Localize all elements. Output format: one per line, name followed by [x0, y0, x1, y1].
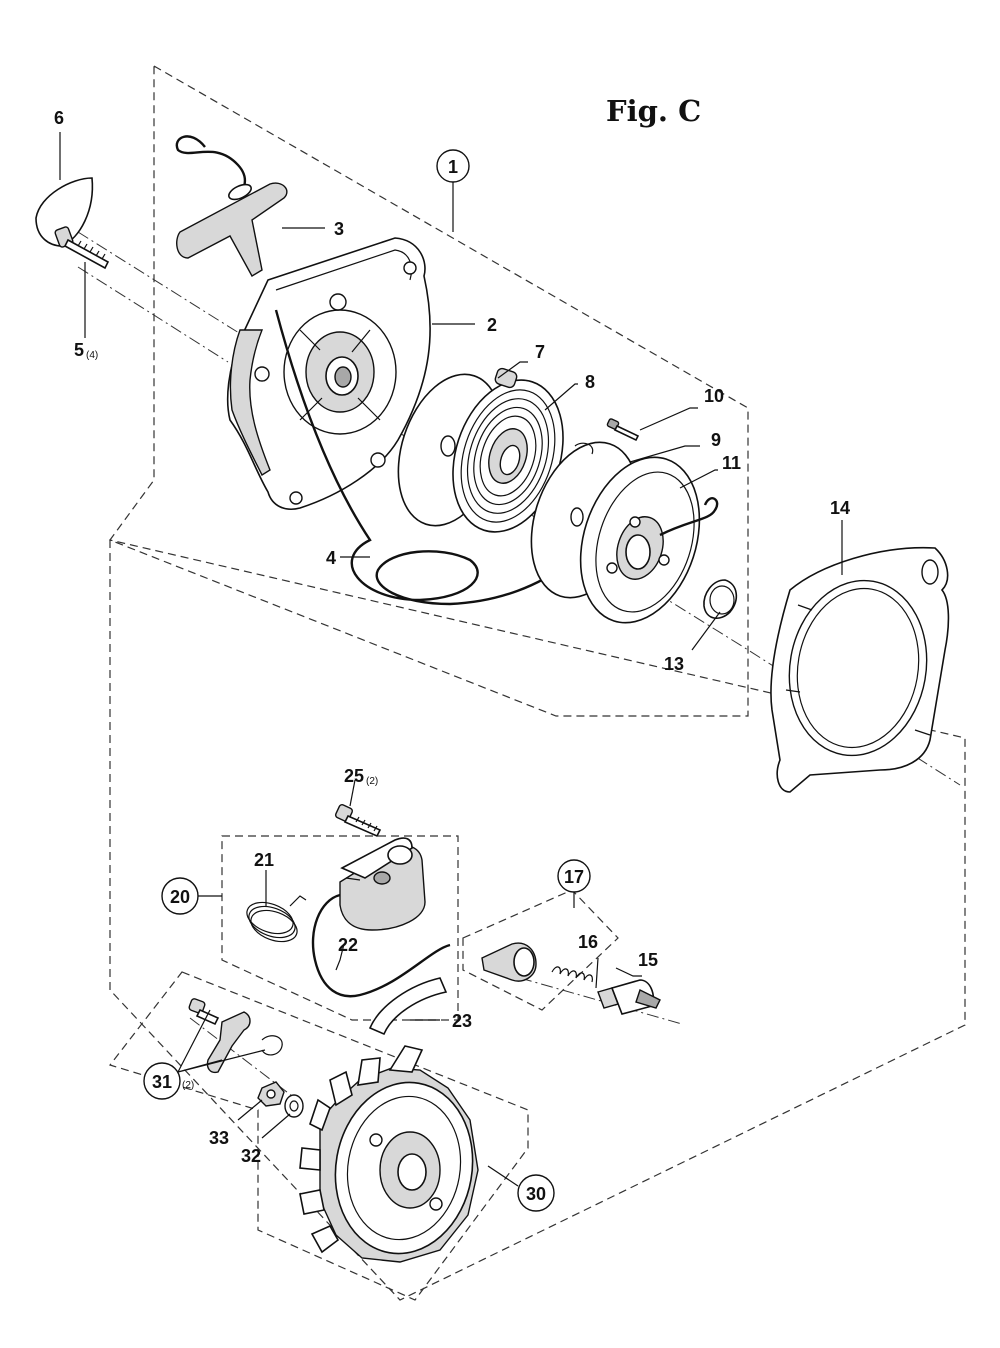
svg-text:30: 30: [526, 1184, 546, 1204]
part-11-rope-pulley: [579, 456, 719, 624]
part-3-starter-handle: [175, 135, 288, 277]
callout-5-qty: (4): [86, 350, 98, 361]
center-axis-flywheel: [189, 1017, 301, 1103]
part-13-snap-ring: [703, 579, 738, 619]
callout-10: 10: [704, 386, 724, 406]
callout-25: 25: [344, 766, 364, 786]
callout-15: 15: [638, 950, 658, 970]
center-axis-plug: [519, 977, 683, 1025]
part-10-screw: [606, 418, 640, 442]
leader-lines: [59, 132, 843, 1187]
figure-title: Fig. C: [606, 94, 701, 128]
callout-8: 8: [585, 372, 595, 392]
callout-22: 22: [338, 935, 358, 955]
part-2-starter-housing: [226, 237, 431, 510]
callout-20: 20: [161, 877, 199, 915]
part-30-flywheel: [299, 1045, 479, 1263]
callout-16: 16: [578, 932, 598, 952]
svg-text:20: 20: [170, 887, 190, 907]
callout-25-qty: (2): [366, 776, 378, 787]
callout-9: 9: [711, 430, 721, 450]
part-31-flyweight-set: [188, 998, 283, 1074]
part-8-recoil-spring: [452, 367, 564, 533]
callout-13: 13: [664, 654, 684, 674]
part-20-ignition-coil: [311, 837, 451, 998]
part-33-nut-bore: [266, 1089, 276, 1099]
callout-11: 11: [722, 453, 741, 473]
part-23-hose: [368, 977, 448, 1036]
ignition-coil-box: [221, 835, 459, 1021]
svg-text:31: 31: [152, 1072, 172, 1092]
callout-31-qty: (2): [182, 1080, 194, 1091]
svg-text:17: 17: [564, 867, 584, 887]
callout-2: 2: [487, 315, 497, 335]
callout-7: 7: [535, 342, 545, 362]
flywheel-box: [108, 971, 529, 1301]
callout-33: 33: [209, 1128, 229, 1148]
callout-17: 17: [557, 859, 591, 893]
callout-3: 3: [334, 219, 344, 239]
callout-32: 32: [241, 1146, 261, 1166]
callout-5: 5: [74, 340, 84, 360]
callout-31: 31: [143, 1062, 181, 1100]
part-17-spark-plug-cap: [481, 942, 537, 982]
part-15-spark-plug: [597, 979, 661, 1015]
part-32-washer: [284, 1094, 304, 1118]
starter-assembly-box: [109, 64, 749, 717]
callout-4: 4: [326, 548, 336, 568]
callout-6: 6: [54, 108, 64, 128]
part-6-cap-cover: [35, 177, 94, 247]
spark-plug-cap-box: [462, 889, 619, 1011]
part-25-screw: [334, 803, 382, 838]
part-16-cap-spring: [551, 966, 593, 983]
part-5-bolt: [54, 226, 110, 270]
callout-1: 1: [436, 149, 470, 183]
center-axis-lower: [77, 266, 229, 363]
callout-23: 23: [452, 1011, 472, 1031]
callout-30: 30: [517, 1174, 555, 1212]
outer-assembly-box: [109, 539, 966, 1301]
svg-text:1: 1: [448, 157, 458, 177]
part-4-starter-rope: [274, 309, 571, 606]
callout-21: 21: [254, 850, 274, 870]
part-14-guide-plate: [770, 546, 950, 793]
part-21-wire-spring: [246, 895, 307, 943]
callout-14: 14: [830, 498, 850, 518]
